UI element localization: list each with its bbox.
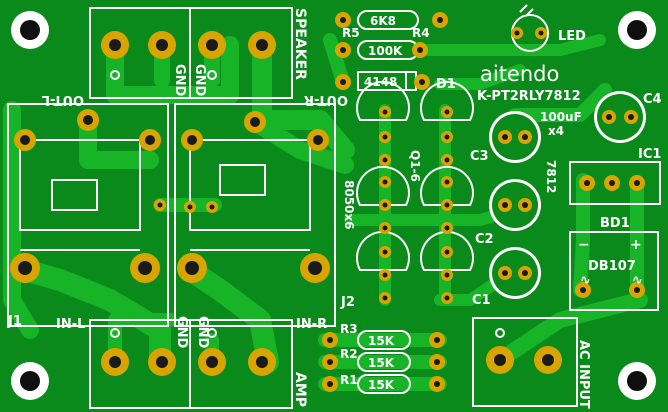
speaker-gnd-right: GND [192,64,207,97]
j1-label: J1 [7,314,22,329]
out-r-label: OUT-R [304,92,348,107]
transistor-array [356,80,474,304]
ac-input-terminal [472,317,578,407]
r1-value: 15K [368,378,395,392]
relay-j1 [7,103,169,327]
j2-pad-2 [307,129,329,151]
diode-d1 [335,71,430,91]
bridge-rectifier-bd1 [569,231,659,311]
speaker-pad-2 [148,31,176,59]
speaker-terminal-block [89,7,293,99]
j1-pad-4 [10,253,40,283]
j2-pad-3 [181,129,203,151]
r5-ref: R5 [342,26,360,40]
amp-pad-2 [148,348,176,376]
ac-pad-1 [486,346,514,374]
c4-label: C4 [643,92,662,107]
capacitor-c3 [489,111,541,163]
amp-pad-1 [101,348,129,376]
q-part-label: 8050x6 [342,180,356,230]
ac-pad-2 [534,346,562,374]
j2-pad-5 [300,253,330,283]
silkscreen-text: SPEAKER GND GND AMP GND GND AC INPUT OUT… [7,8,662,409]
c3-label: C3 [470,149,489,164]
speaker-pad-3 [198,31,226,59]
j2-label: J2 [340,295,355,310]
j1-pad-5 [130,253,160,283]
mounting-holes [11,11,656,400]
j2-pad-4 [177,253,207,283]
r3-ref: R3 [340,322,358,336]
amp-terminal-block [89,319,293,409]
bd1-label: BD1 [600,216,630,231]
r5-value: 6K8 [370,14,396,28]
capacitor-c2 [489,179,541,231]
bd1-ac1-label: ∿ [580,273,591,288]
led-footprint [511,4,549,52]
out-l-label: OUT-L [42,92,84,107]
r2-value: 15K [368,356,395,370]
j1-pad-1 [77,109,99,131]
r3-value: 15K [368,334,395,348]
resistor-r4 [335,40,428,60]
amp-pad-4 [248,348,276,376]
amp-gnd-right: GND [195,316,210,349]
capacitor-c4 [594,91,646,143]
r4-ref: R4 [412,26,430,40]
speaker-gnd-left: GND [172,64,187,97]
led-label: LED [558,29,586,44]
regulator-ic1 [569,161,661,205]
j1-pad-2 [139,129,161,151]
amp-label: AMP [292,372,308,407]
c2-label: C2 [475,232,494,247]
resistor-r2 [322,352,445,372]
r2-ref: R2 [340,347,358,361]
amp-pad-3 [198,348,226,376]
relay-j2 [174,103,336,327]
resistor-r3 [322,330,445,350]
ic1-label: IC1 [638,147,661,162]
ac-input-label: AC INPUT [576,340,591,409]
d1-value: 4148 [364,75,397,89]
resistor-r1 [322,374,445,394]
q-label: Q1-6 [408,150,422,182]
r1-ref: R1 [340,373,358,387]
c1-label: C1 [472,293,491,308]
brand-name: aitendo [480,62,559,86]
bd1-minus-label: − [578,237,590,253]
j1-pad-3 [14,129,36,151]
in-l-label: IN-L [56,317,85,332]
capacitor-c1 [489,247,541,299]
bd1-plus-label: + [630,237,642,253]
speaker-label: SPEAKER [292,8,308,80]
speaker-pad-4 [248,31,276,59]
regulator-part-label: 7812 [544,160,558,193]
r4-value: 100K [368,44,403,58]
amp-gnd-left: GND [174,316,189,349]
bd1-part-label: DB107 [588,259,636,274]
speaker-pad-1 [101,31,129,59]
vias [154,199,218,213]
bd1-ac2-label: ∿ [632,273,643,288]
in-r-label: IN-R [296,317,327,332]
d1-ref: D1 [436,77,456,92]
cap-value-label: 100uF [540,110,582,124]
cap-count-label: x4 [548,124,564,138]
resistor-r5 [335,10,448,30]
j2-pad-1 [244,111,266,133]
brand-model: K-PT2RLY7812 [477,89,581,104]
